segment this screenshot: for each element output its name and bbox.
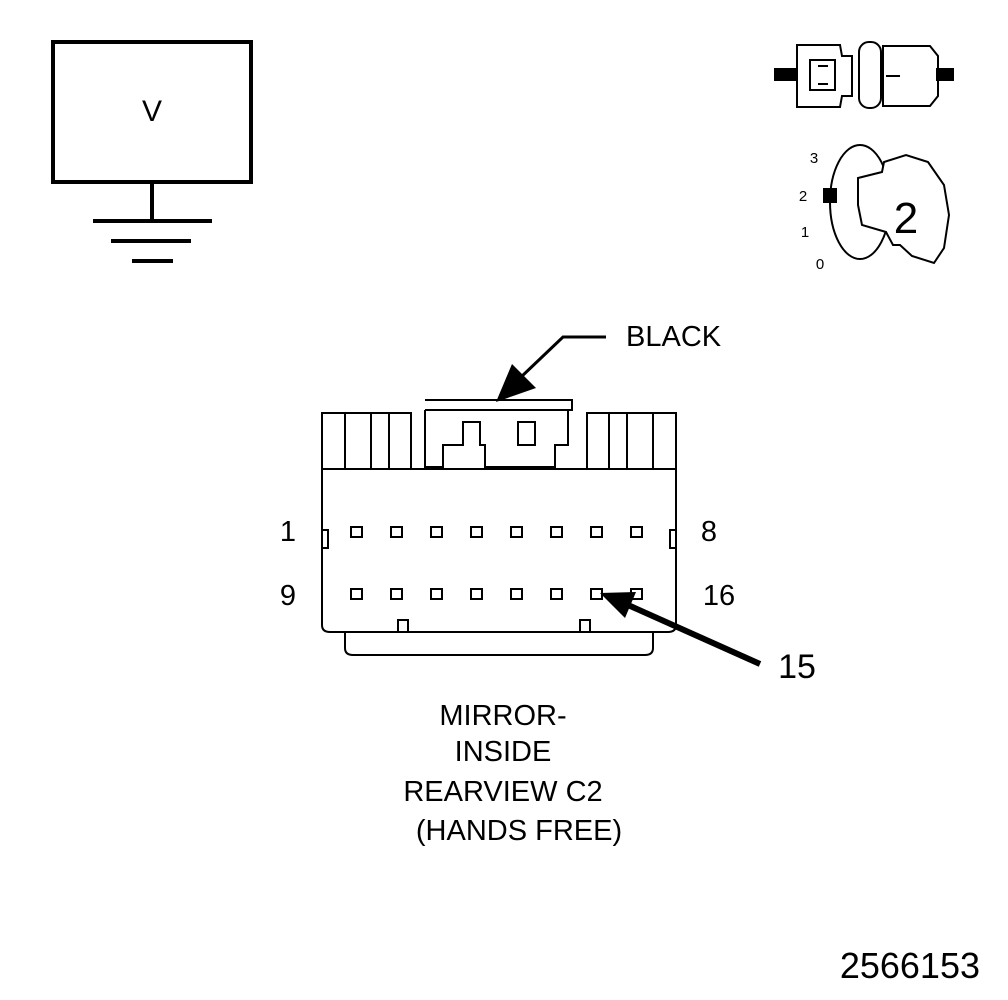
pin-label-1: 1 <box>280 516 296 548</box>
connector-color-label: BLACK <box>626 321 722 353</box>
pin-label-8: 8 <box>701 516 717 548</box>
ground-icon <box>93 182 212 263</box>
pin-label-9: 9 <box>280 580 296 612</box>
connector-name-line-1: MIRROR- <box>439 700 566 732</box>
pin-callout-label: 15 <box>778 648 816 686</box>
ignition-switch-icon: 3 2 1 0 2 <box>799 144 951 273</box>
ignition-position-1: 1 <box>801 224 809 241</box>
ignition-position-2: 2 <box>799 188 807 205</box>
color-leader-arrow <box>496 335 606 402</box>
connector-disconnect-icon <box>774 41 954 109</box>
pin-callout-arrow <box>600 592 762 667</box>
connector-name-line-2: INSIDE <box>455 736 552 768</box>
ignition-position-0: 0 <box>816 256 824 273</box>
connector-name: MIRROR- INSIDE REARVIEW C2 (HANDS FREE) <box>403 700 622 847</box>
figure-id: 2566153 <box>840 945 980 986</box>
voltmeter-label: V <box>142 95 162 128</box>
pin-label-16: 16 <box>703 580 735 612</box>
pin-row-bottom <box>350 588 643 600</box>
pin-row-top <box>350 526 643 538</box>
connector-name-line-4: (HANDS FREE) <box>416 815 622 847</box>
voltmeter-symbol: V <box>51 40 253 263</box>
ignition-position-3: 3 <box>810 150 818 167</box>
ignition-key-position: 2 <box>894 194 918 243</box>
connector-face <box>321 399 677 656</box>
connector-name-line-3: REARVIEW C2 <box>403 776 602 808</box>
